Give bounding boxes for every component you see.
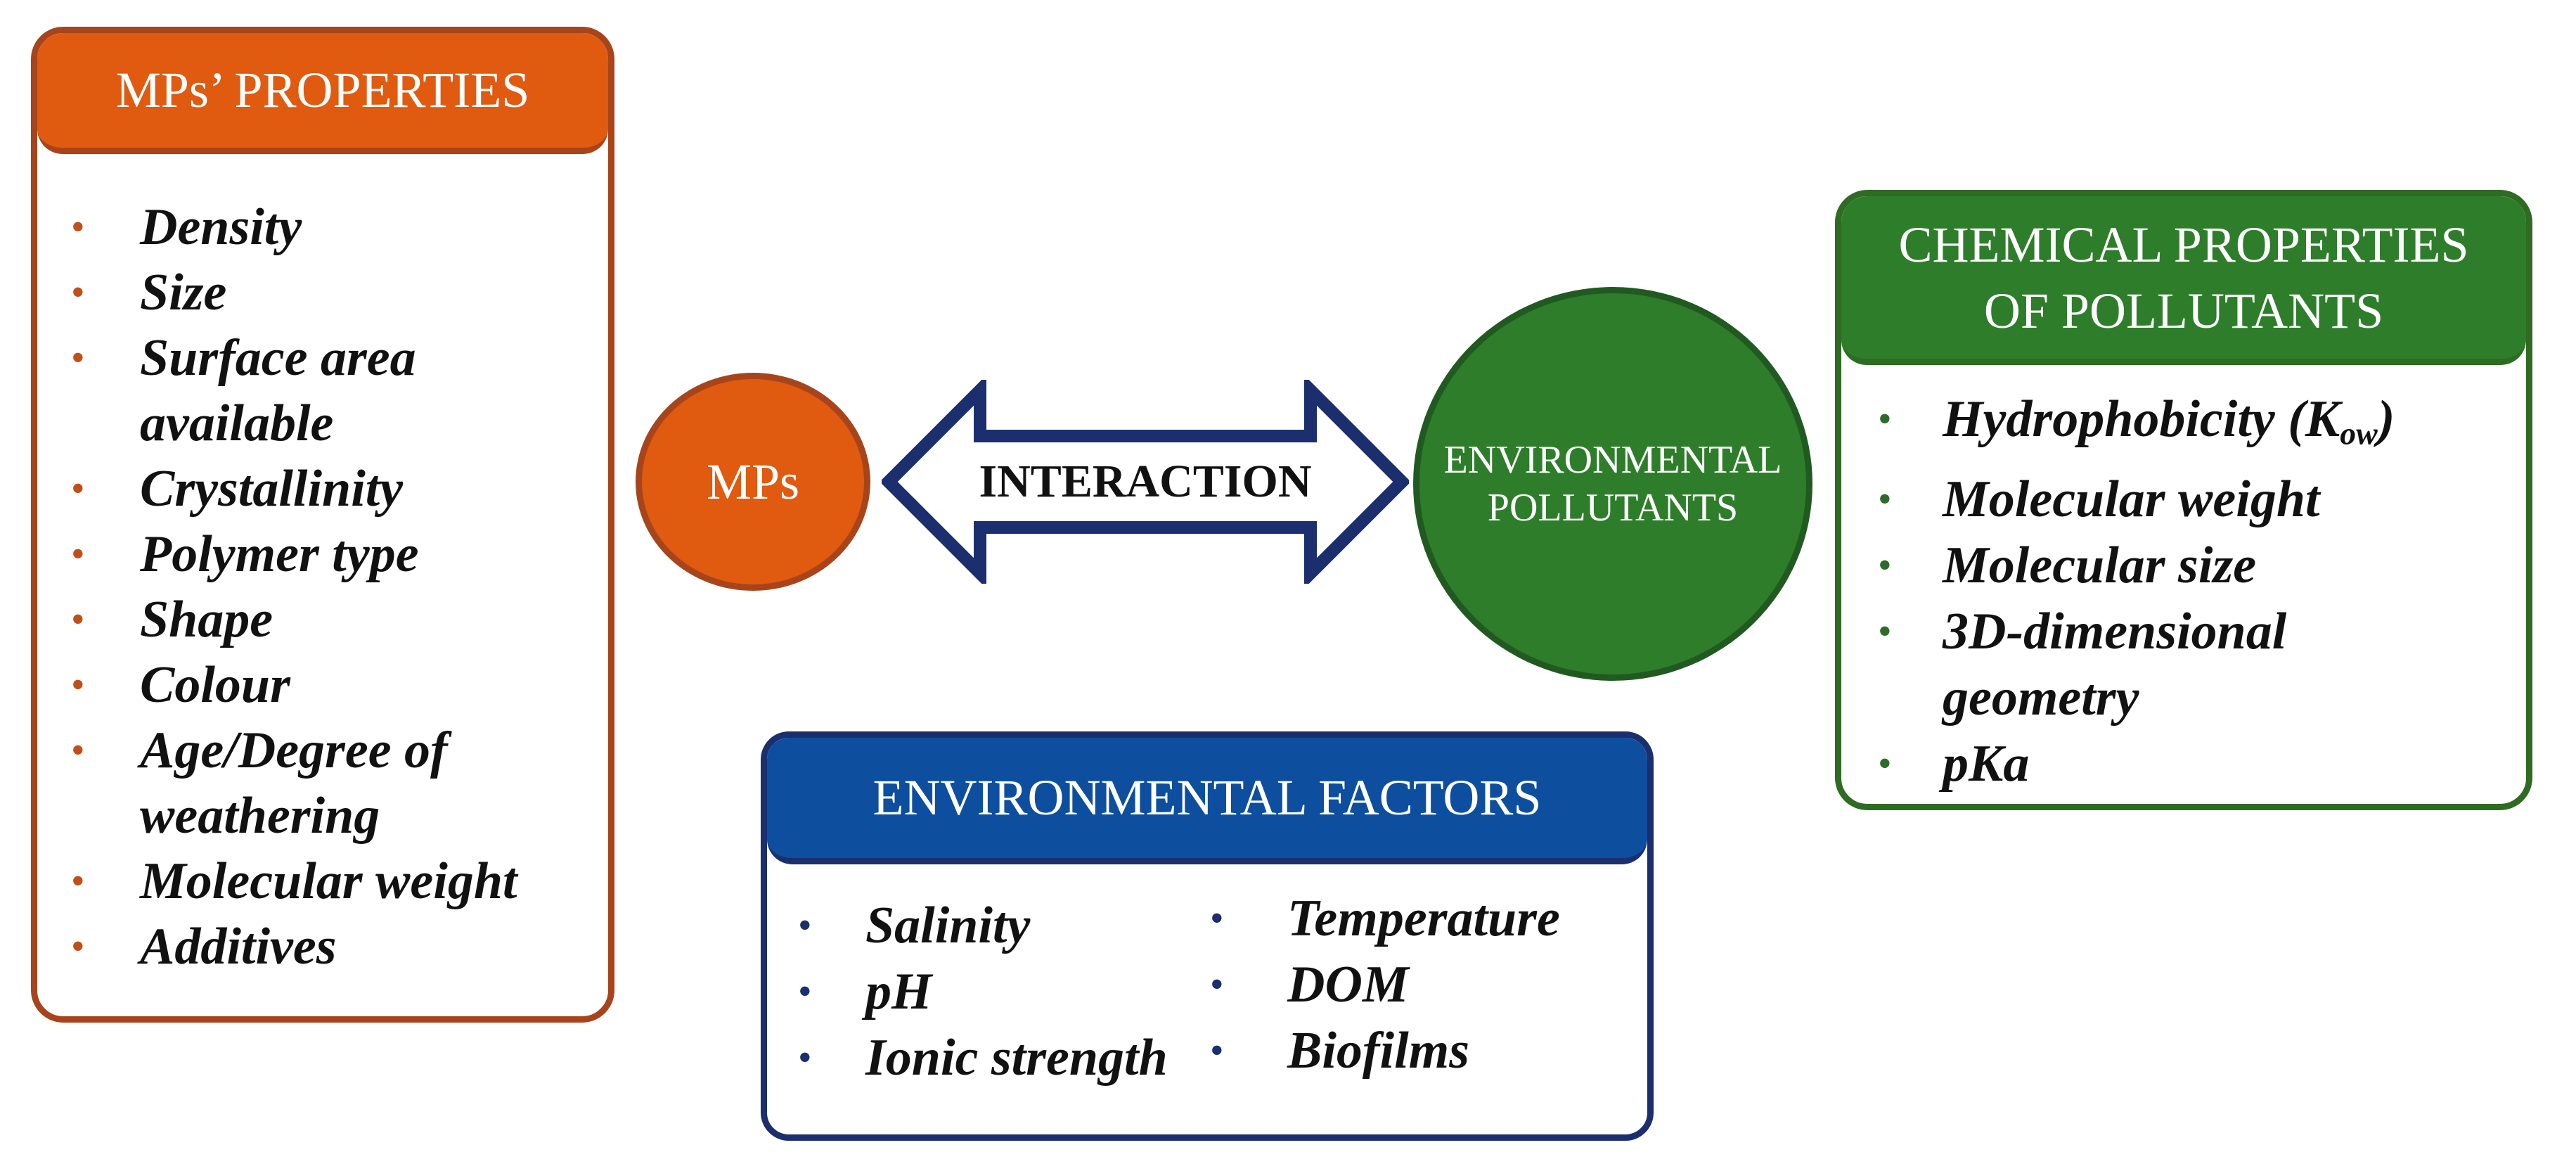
hydrophobicity-close: ) [2377, 390, 2395, 448]
mps-node-label: MPs [706, 453, 800, 510]
bullet-icon: • [71, 532, 85, 576]
bullet-icon: • [1878, 478, 1892, 522]
interaction-label: INTERACTION [882, 380, 1409, 584]
list-item-text: Crystallinity [140, 460, 404, 518]
bullet-icon: • [1878, 397, 1892, 441]
list-item: • Molecular weight [1841, 466, 2526, 532]
bullet-icon: • [71, 729, 85, 772]
environmental-pollutants-node: ENVIRONMENTAL POLLUTANTS [1413, 287, 1812, 681]
bullet-icon: • [71, 925, 85, 968]
environmental-factors-columns: • Salinity • pH • Ionic strength • Temperatu… [767, 864, 1647, 1091]
list-item: • Salinity [767, 892, 1203, 959]
list-item: • Size [37, 260, 608, 326]
environmental-factors-title: ENVIRONMENTAL FACTORS [767, 738, 1647, 864]
list-item-text: Shape [140, 591, 273, 648]
double-arrow-shape [882, 380, 1409, 584]
list-item: • Hydrophobicity (Kow) [1841, 386, 2526, 466]
environmental-factors-panel: ENVIRONMENTAL FACTORS • Salinity • pH • Ion… [761, 731, 1654, 1141]
bullet-icon: • [71, 598, 85, 641]
list-item: • pH [767, 959, 1203, 1025]
list-item-text: Colour [140, 656, 290, 714]
list-item: • pKa [1841, 731, 2526, 797]
list-item-text: Salinity [865, 897, 1031, 954]
bullet-icon: • [1878, 742, 1892, 786]
bullet-icon: • [1210, 897, 1224, 940]
bullet-icon: • [798, 904, 812, 947]
hydrophobicity-text: Hydrophobicity (K [1943, 390, 2340, 448]
list-item: • Age/Degree of weathering [37, 718, 608, 849]
list-item: • Molecular size [1841, 532, 2526, 599]
bullet-icon: • [798, 1036, 812, 1080]
list-item: • Colour [37, 653, 608, 718]
bullet-icon: • [71, 467, 85, 511]
bullet-icon: • [71, 271, 85, 314]
bullet-icon: • [1210, 963, 1224, 1006]
list-item-text: Molecular weight [1943, 471, 2320, 529]
double-arrow-icon [882, 380, 1409, 584]
interaction-label-text: INTERACTION [979, 456, 1312, 507]
pollutants-label-line1: ENVIRONMENTAL [1443, 438, 1782, 482]
list-item: • 3D-dimensional geometry [1841, 599, 2526, 731]
list-item-text-continued: available [140, 395, 334, 452]
list-item-text: Size [140, 264, 227, 321]
bullet-icon: • [1878, 544, 1892, 588]
list-item: • Crystallinity [37, 456, 608, 522]
chemical-properties-title-line1: CHEMICAL PROPERTIES [1898, 216, 2469, 273]
environmental-factors-title-text: ENVIRONMENTAL FACTORS [872, 769, 1542, 826]
list-item: • Density [37, 195, 608, 260]
mp-properties-title: MPs’ PROPERTIES [37, 33, 608, 154]
list-item-text: Density [140, 198, 302, 256]
list-item: • Molecular weight [37, 849, 608, 914]
list-item: • Shape [37, 587, 608, 653]
list-item: • Additives [37, 914, 608, 980]
list-item-text: Polymer type [140, 525, 419, 583]
list-item-text-continued: geometry [1943, 669, 2139, 727]
pollutants-label-line2: POLLUTANTS [1487, 486, 1739, 530]
bullet-icon: • [71, 205, 85, 249]
list-item: • Surface area available [37, 326, 608, 456]
bullet-icon: • [71, 663, 85, 707]
bullet-icon: • [1210, 1029, 1224, 1073]
list-item: • Ionic strength [767, 1025, 1203, 1091]
list-item: • Polymer type [37, 522, 608, 587]
list-item-text-continued: weathering [140, 787, 380, 845]
bullet-icon: • [798, 970, 812, 1013]
list-item-text: Age/Degree of [140, 722, 448, 779]
chemical-properties-panel: CHEMICAL PROPERTIES OF POLLUTANTS • Hydro… [1835, 190, 2532, 810]
environmental-factors-right-list: • Temperature • DOM • Biofilms [1203, 885, 1560, 1091]
list-item-text: Molecular size [1943, 537, 2257, 595]
chemical-properties-list: •Hydrophobicity (Kow) •Molecular weight … [1841, 386, 2526, 797]
mp-properties-panel: MPs’ PROPERTIES • Density • Size • Surface … [31, 27, 614, 1023]
bullet-icon: • [71, 336, 85, 380]
kow-subscript: ow [2340, 415, 2378, 452]
chemical-properties-title-line2: OF POLLUTANTS [1983, 282, 2384, 339]
bullet-icon: • [1878, 610, 1892, 654]
list-item-text: pKa [1943, 735, 2030, 793]
list-item-text: Ionic strength [865, 1029, 1168, 1087]
list-item-text: Biofilms [1287, 1022, 1470, 1080]
list-item-text: pH [865, 963, 932, 1020]
environmental-factors-left-list: • Salinity • pH • Ionic strength [767, 892, 1203, 1091]
list-item-text: DOM [1287, 956, 1409, 1013]
list-item: • Temperature [1203, 885, 1560, 952]
list-item: • DOM [1203, 952, 1560, 1018]
list-item-text: Additives [140, 918, 337, 975]
chemical-properties-title: CHEMICAL PROPERTIES OF POLLUTANTS [1841, 196, 2526, 365]
mp-properties-list: • Density • Size • Surface area available • C… [37, 195, 608, 980]
list-item-text: Molecular weight [140, 852, 517, 910]
list-item-text: Surface area [140, 329, 416, 387]
list-item-text: 3D-dimensional [1943, 603, 2287, 661]
bullet-icon: • [71, 859, 85, 903]
mp-properties-title-text: MPs’ PROPERTIES [115, 62, 530, 118]
mps-node: MPs [636, 373, 870, 591]
list-item: • Biofilms [1203, 1018, 1560, 1084]
list-item-text: Temperature [1287, 890, 1560, 947]
